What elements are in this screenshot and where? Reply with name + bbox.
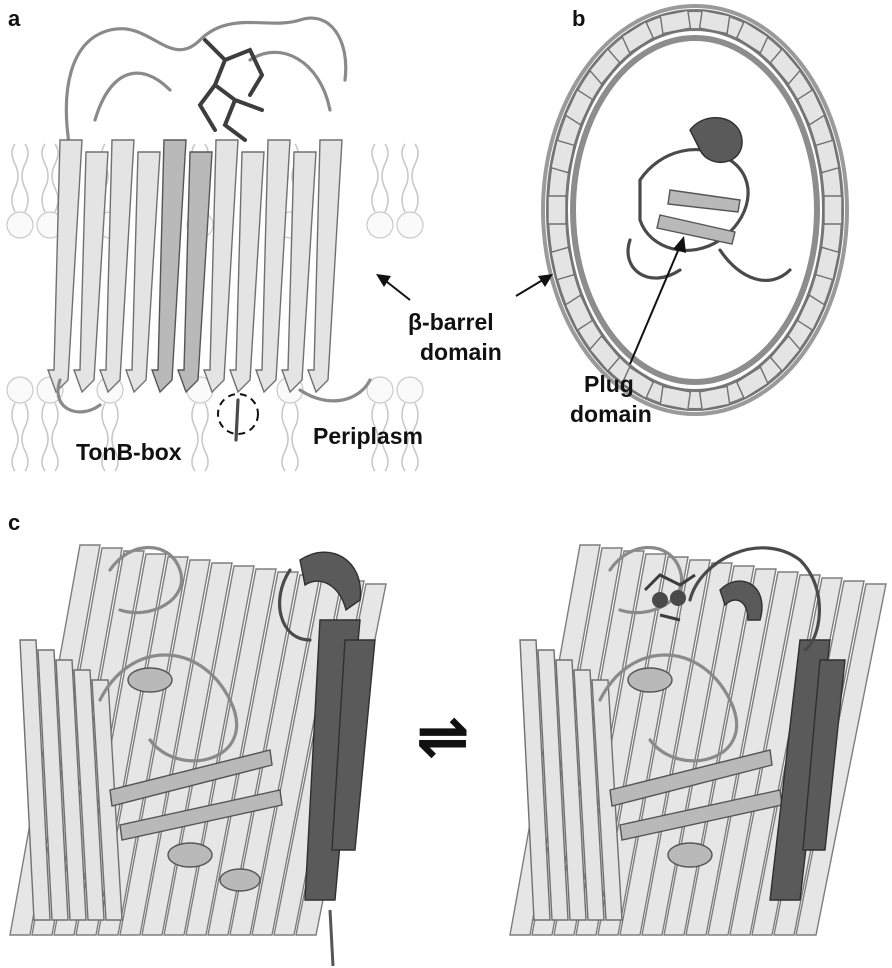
tonb-box-strand (236, 400, 238, 440)
ligand-sticks (200, 40, 262, 140)
lipid-tail (382, 144, 388, 212)
plug-helix (168, 843, 212, 867)
extracellular-loop (250, 52, 330, 110)
arrow-head (376, 274, 391, 287)
lipid-tail (12, 403, 18, 471)
lipid-tail (12, 144, 18, 212)
panel-a-letter: a (8, 6, 21, 31)
lipid-tail (282, 403, 288, 471)
plug-helix (128, 668, 172, 692)
plug-helix (690, 118, 742, 163)
lipid-tail (372, 144, 378, 212)
barrel-strand (48, 140, 82, 392)
lipid-tail (42, 144, 48, 212)
plug-arrow (630, 246, 680, 364)
plug-label-line2: domain (570, 401, 652, 427)
extracellular-loop (66, 18, 345, 150)
lipid-head (367, 212, 393, 238)
lipid-tail (22, 144, 28, 212)
extracellular-loop (95, 73, 170, 120)
lipid-head (7, 212, 33, 238)
barrel-ring-top-view (543, 6, 847, 414)
lipid-head (397, 377, 423, 403)
lipid-tail (22, 403, 28, 471)
panel-b-letter: b (572, 6, 585, 31)
lipid-head (397, 212, 423, 238)
plug-strand (657, 215, 735, 244)
lipid-tail (42, 403, 48, 471)
panel-c: c ⇌ (8, 510, 886, 966)
panel-c-letter: c (8, 510, 20, 535)
tonb-box-label: TonB-box (76, 439, 182, 465)
panel-a: a β-barrel domain TonB-box (7, 6, 502, 471)
equilibrium-arrows: ⇌ (416, 700, 470, 774)
lipid-tail (52, 144, 58, 212)
periplasmic-turn (300, 380, 370, 401)
lipid-tail (192, 403, 198, 471)
panel-b: b Plug domain (516, 6, 847, 427)
lipid-tail (402, 144, 408, 212)
plug-strand (668, 190, 740, 212)
plug-label-line1: Plug (584, 371, 634, 397)
lipid-tail (292, 403, 298, 471)
plug-domain-top-view (628, 118, 790, 281)
structure-state-2 (510, 545, 886, 935)
structure-state-1 (10, 545, 386, 966)
plug-helix (628, 668, 672, 692)
lipid-head (7, 377, 33, 403)
beta-barrel-label-line1: β-barrel (408, 309, 494, 335)
beta-barrel-label-line2: domain (420, 339, 502, 365)
lipid-tail (202, 403, 208, 471)
barrel-strand (548, 196, 566, 224)
plug-helix (668, 843, 712, 867)
barrel-strand (824, 196, 842, 224)
plug-helix (220, 869, 260, 891)
periplasm-label: Periplasm (313, 423, 423, 449)
lipid-tail (52, 403, 58, 471)
lipid-tail (412, 144, 418, 212)
n-terminal-tail (330, 910, 333, 966)
